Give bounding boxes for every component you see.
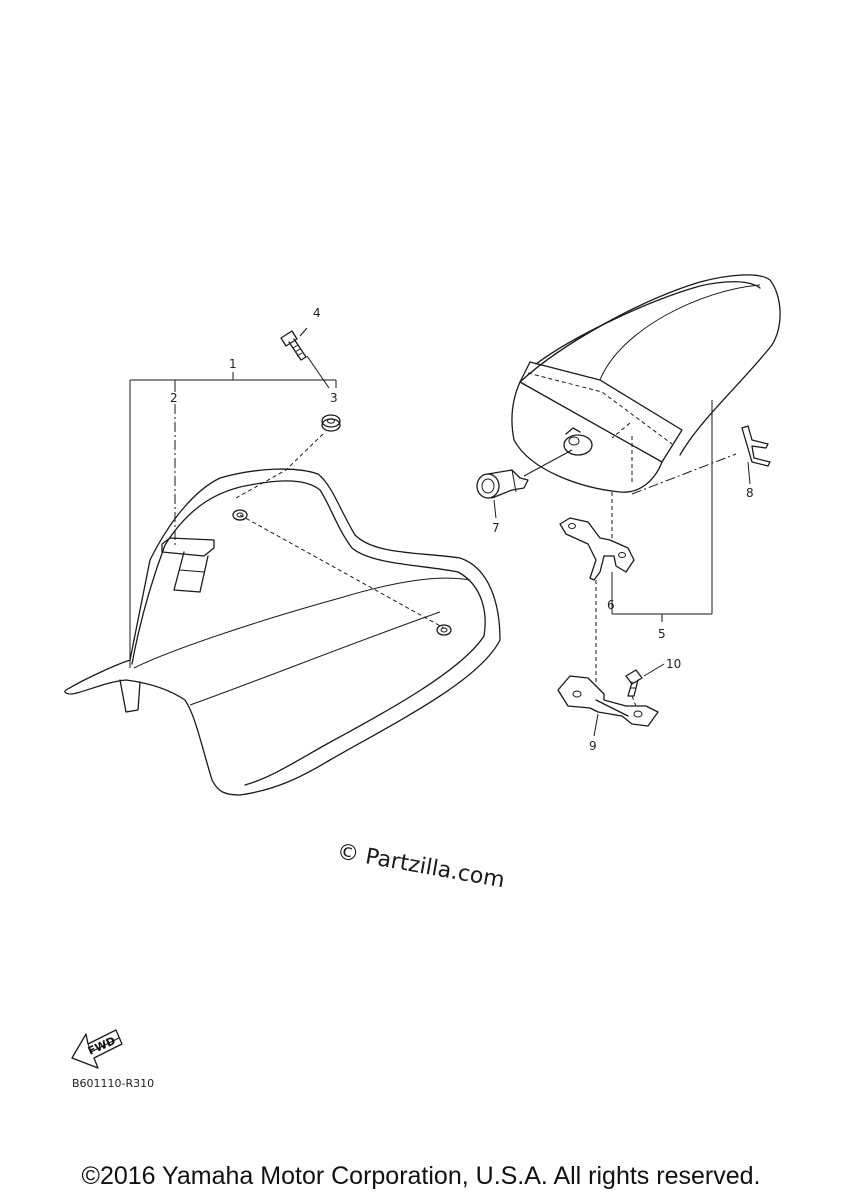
callout-3: 3 bbox=[330, 391, 338, 405]
hinge-plate-part-9 bbox=[557, 675, 659, 727]
assembly-line-bolt-10 bbox=[631, 695, 637, 707]
callout-5: 5 bbox=[658, 627, 666, 641]
bolt-part-4 bbox=[280, 327, 308, 361]
assembly-line-washer bbox=[285, 433, 324, 471]
callout-2: 2 bbox=[170, 391, 178, 405]
callout-10-leader bbox=[643, 663, 665, 677]
assembly-lines-front-seat bbox=[235, 469, 445, 629]
callout-5-bracket bbox=[611, 400, 713, 622]
clip-part-8 bbox=[741, 425, 771, 467]
lock-cylinder-part-7 bbox=[476, 469, 529, 499]
watermark-text: © Partzilla.com bbox=[335, 839, 507, 893]
callout-1: 1 bbox=[229, 357, 237, 371]
front-seat-part-1 bbox=[64, 468, 501, 796]
copyright-notice: ©2016 Yamaha Motor Corporation, U.S.A. A… bbox=[81, 1162, 761, 1190]
callout-4: 4 bbox=[313, 306, 321, 320]
hook-bracket-part-6 bbox=[559, 517, 635, 581]
bolt-part-10 bbox=[625, 669, 643, 697]
callout-8-leader bbox=[631, 453, 751, 495]
callout-8: 8 bbox=[746, 486, 754, 500]
damper-part-2 bbox=[161, 537, 215, 593]
assembly-lines-rear-seat bbox=[611, 422, 633, 540]
callout-1-bracket bbox=[129, 372, 337, 668]
rear-seat-part-5 bbox=[511, 274, 781, 493]
callout-6: 6 bbox=[607, 598, 615, 612]
callout-7: 7 bbox=[492, 521, 500, 535]
callout-9-leader bbox=[593, 713, 599, 737]
callout-10: 10 bbox=[666, 657, 681, 671]
fwd-arrow-icon: FWD bbox=[71, 1029, 123, 1069]
washer-part-3 bbox=[321, 414, 341, 432]
callout-9: 9 bbox=[589, 739, 597, 753]
callout-3-leader bbox=[306, 355, 330, 389]
callout-7-leader bbox=[493, 499, 497, 519]
assembly-line-lock bbox=[523, 449, 573, 477]
diagram-code: B601110-R310 bbox=[72, 1077, 154, 1090]
